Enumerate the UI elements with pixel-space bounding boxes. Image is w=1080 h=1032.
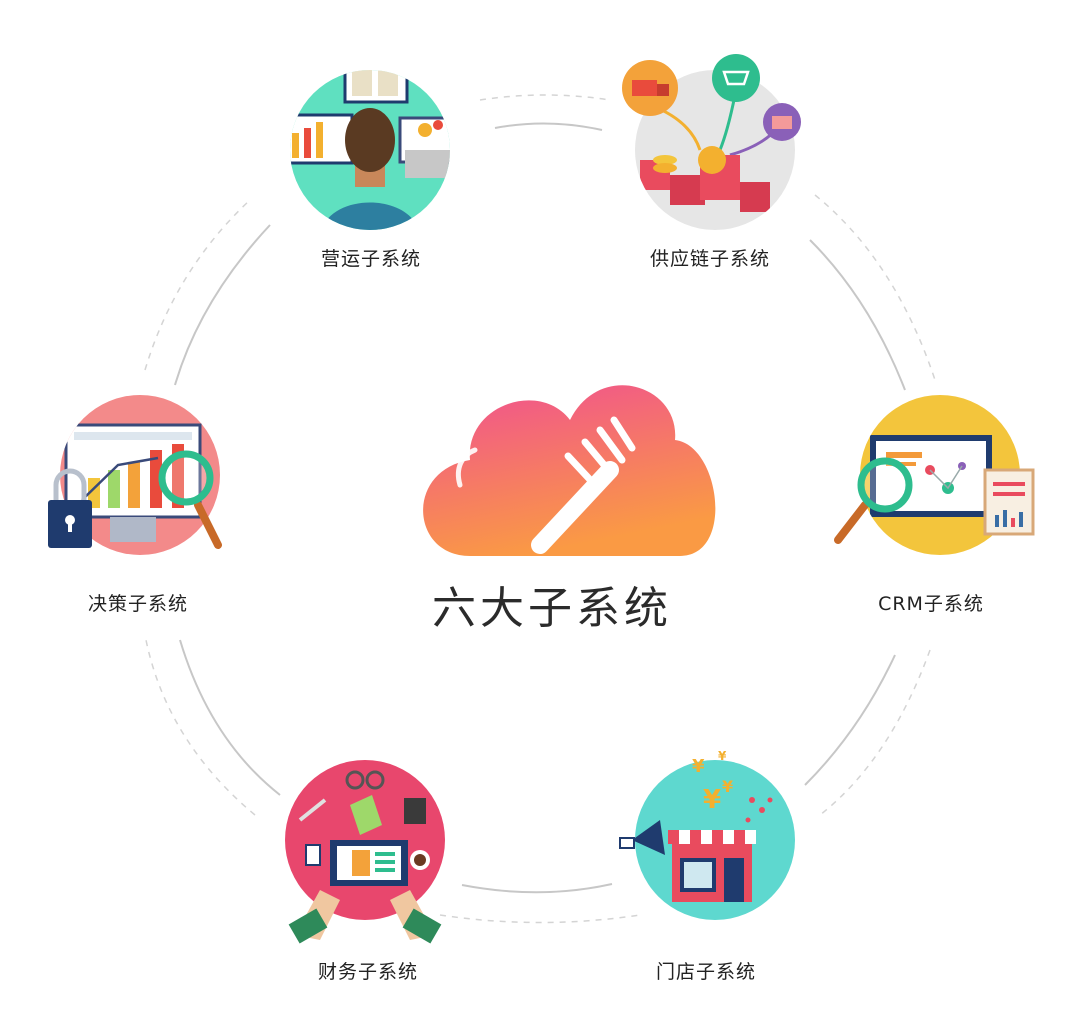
fork-icon (531, 416, 636, 554)
awning (668, 830, 756, 844)
connector-ring-dashed (144, 94, 936, 924)
svg-text:¥: ¥ (703, 785, 721, 815)
node-label-crm: CRM子系统 (878, 593, 984, 615)
node-label-decision: 决策子系统 (87, 593, 189, 615)
operations-monitor-icon (290, 70, 450, 230)
node-label-finance: 财务子系统 (317, 961, 419, 983)
supply-chain-icon (622, 54, 801, 230)
node-label-supply-chain: 供应链子系统 (649, 248, 771, 270)
storefront-icon: ¥ ¥ ¥ ¥ (619, 749, 795, 920)
finance-tablet-icon (285, 760, 445, 944)
svg-text:¥: ¥ (722, 777, 733, 796)
crm-analytics-icon (834, 395, 1035, 555)
cloud-fork-logo (423, 385, 716, 556)
decision-chart-icon (48, 395, 222, 555)
node-label-operations: 营运子系统 (320, 248, 422, 270)
node-label-store: 门店子系统 (655, 961, 757, 983)
connector-ring (174, 122, 906, 894)
svg-text:¥: ¥ (718, 749, 727, 763)
center-title: 六大子系统 (432, 583, 672, 634)
svg-text:¥: ¥ (692, 756, 705, 777)
